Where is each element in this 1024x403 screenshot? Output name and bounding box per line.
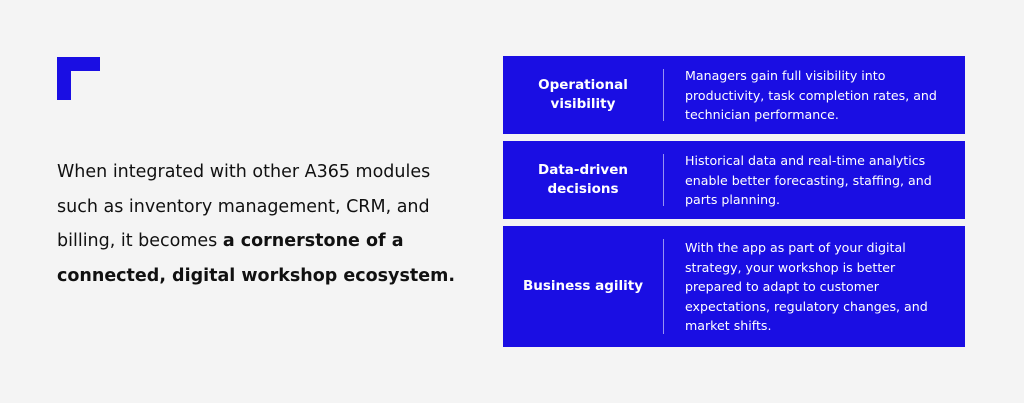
panel-divider: [663, 239, 664, 334]
panel-title: Operational visibility: [538, 77, 628, 112]
panel-divider: [663, 154, 664, 206]
panel-operational-visibility: Operational visibility Managers gain ful…: [503, 56, 965, 134]
panel-description: With the app as part of your digital str…: [685, 240, 928, 333]
panel-title: Business agility: [522, 278, 643, 294]
panel-data-driven-decisions: Data-driven decisions Historical data an…: [503, 141, 965, 219]
corner-bracket-vertical: [57, 57, 71, 100]
panel-divider: [663, 69, 664, 121]
intro-paragraph: When integrated with other A365 modules …: [57, 155, 457, 293]
corner-bracket-icon: [57, 57, 100, 100]
panel-description: Historical data and real-time analytics …: [685, 153, 932, 207]
intro-text-regular: When integrated with other A365 modules …: [57, 162, 431, 251]
panel-description: Managers gain full visibility into produ…: [685, 68, 937, 122]
panel-title: Data-driven decisions: [538, 162, 628, 197]
panel-business-agility: Business agility With the app as part of…: [503, 226, 965, 347]
intro-text-bold: a cornerstone of a connected, digital wo…: [57, 231, 455, 286]
